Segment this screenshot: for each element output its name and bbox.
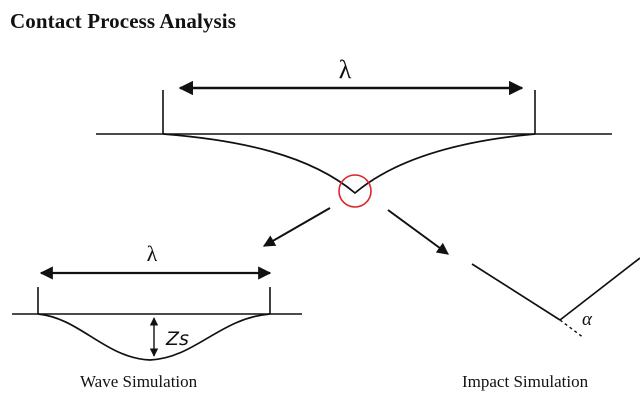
impact-angle-label: α — [582, 309, 593, 330]
wave-simulation-detail: λ Zs Wave Simulation — [12, 241, 302, 391]
impact-angle-reference — [559, 319, 585, 339]
top-contact-profile: λ — [96, 55, 612, 208]
impact-right-line — [559, 257, 640, 321]
impact-simulation-caption: Impact Simulation — [462, 372, 589, 391]
wave-depth-label: Zs — [165, 328, 189, 350]
wave-wavelength-label: λ — [147, 241, 158, 266]
page-title: Contact Process Analysis — [10, 9, 237, 33]
arrow-to-wave-simulation — [262, 207, 331, 247]
wave-profile — [37, 313, 271, 361]
arrow-to-impact-simulation — [387, 209, 449, 255]
branch-arrows — [262, 207, 449, 255]
contact-point-circle — [338, 174, 372, 208]
impact-simulation-detail: α Impact Simulation — [462, 257, 640, 391]
wave-simulation-caption: Wave Simulation — [80, 372, 198, 391]
impact-left-line — [471, 263, 561, 321]
top-wavelength-label: λ — [339, 55, 352, 84]
top-wave-profile — [162, 133, 536, 195]
